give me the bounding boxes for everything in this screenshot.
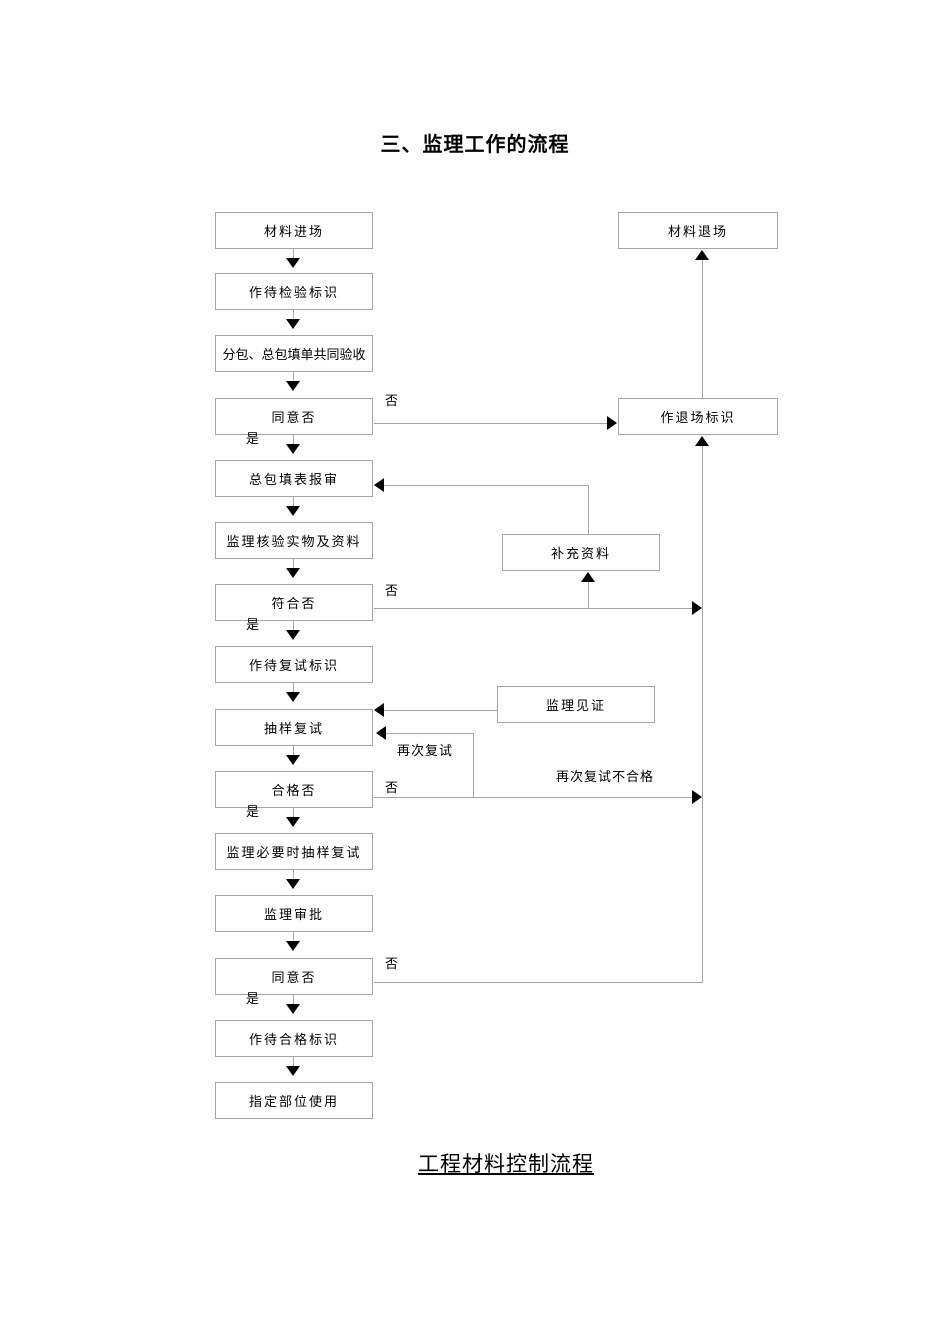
arrow-down (286, 319, 300, 329)
line-vertical (588, 582, 589, 608)
node-supervisor-verify: 监理核验实物及资料 (215, 522, 373, 559)
arrow-down (286, 444, 300, 454)
node-agree-2: 同意否 (215, 958, 373, 995)
node-sample-retest: 抽样复试 (215, 709, 373, 746)
edge-label-no: 否 (385, 583, 400, 598)
line-horizontal (384, 710, 497, 711)
edge-label-yes: 是 (246, 804, 261, 819)
arrow-down (286, 941, 300, 951)
line-vertical (293, 808, 294, 822)
arrow-down (286, 1004, 300, 1014)
arrow-left (374, 478, 384, 492)
line-horizontal (374, 608, 692, 609)
edge-label-no: 否 (385, 956, 400, 971)
arrow-right (692, 790, 702, 804)
line-vertical (588, 486, 589, 534)
node-material-entry: 材料进场 (215, 212, 373, 249)
line-vertical (702, 260, 703, 398)
line-vertical (293, 497, 294, 511)
node-gc-form-submit: 总包填表报审 (215, 460, 373, 497)
node-supervisor-sample-retest: 监理必要时抽样复试 (215, 833, 373, 870)
line-horizontal (374, 797, 692, 798)
edge-label-yes: 是 (246, 617, 261, 632)
node-qualified-mark: 作待合格标识 (215, 1020, 373, 1057)
line-horizontal (386, 733, 474, 734)
node-agree-1: 同意否 (215, 398, 373, 435)
node-await-retest-mark: 作待复试标识 (215, 646, 373, 683)
line-vertical (293, 932, 294, 946)
node-supervisor-witness: 监理见证 (497, 686, 655, 723)
edge-label-no: 否 (385, 393, 400, 408)
node-await-inspection-mark: 作待检验标识 (215, 273, 373, 310)
arrow-down (286, 506, 300, 516)
node-joint-acceptance: 分包、总包填单共同验收 (215, 335, 373, 372)
edge-label-retest-fail: 再次复试不合格 (556, 769, 655, 784)
line-vertical (293, 995, 294, 1009)
arrow-down (286, 568, 300, 578)
node-conform: 符合否 (215, 584, 373, 621)
arrow-down (286, 817, 300, 827)
line-vertical (293, 372, 294, 386)
arrow-down (286, 692, 300, 702)
line-vertical (293, 1057, 294, 1071)
arrow-left (376, 726, 386, 740)
line-horizontal (374, 982, 703, 983)
page-title: 三、监理工作的流程 (380, 134, 570, 156)
line-vertical (473, 733, 474, 797)
flowchart-caption: 工程材料控制流程 (418, 1152, 594, 1176)
line-horizontal (374, 423, 607, 424)
arrow-down (286, 258, 300, 268)
node-supervisor-approval: 监理审批 (215, 895, 373, 932)
node-designated-use: 指定部位使用 (215, 1082, 373, 1119)
line-vertical (293, 559, 294, 573)
arrow-up (581, 572, 595, 582)
arrow-down (286, 630, 300, 640)
arrow-down (286, 1066, 300, 1076)
edge-label-retest: 再次复试 (397, 743, 454, 758)
arrow-down (286, 755, 300, 765)
line-vertical (702, 446, 703, 983)
arrow-right (692, 601, 702, 615)
edge-label-no: 否 (385, 780, 400, 795)
node-supplement-info: 补充资料 (502, 534, 660, 571)
arrow-up (695, 250, 709, 260)
arrow-right (607, 416, 617, 430)
line-horizontal (384, 485, 589, 486)
line-vertical (293, 249, 294, 263)
edge-label-yes: 是 (246, 431, 261, 446)
node-exit-mark: 作退场标识 (618, 398, 778, 435)
line-vertical (293, 683, 294, 697)
line-vertical (293, 870, 294, 884)
arrow-up (695, 436, 709, 446)
arrow-down (286, 381, 300, 391)
arrow-left (374, 703, 384, 717)
line-vertical (293, 310, 294, 324)
node-material-exit: 材料退场 (618, 212, 778, 249)
line-vertical (293, 435, 294, 449)
arrow-down (286, 879, 300, 889)
edge-label-yes: 是 (246, 991, 261, 1006)
line-vertical (293, 621, 294, 635)
line-vertical (293, 746, 294, 760)
node-qualified: 合格否 (215, 771, 373, 808)
